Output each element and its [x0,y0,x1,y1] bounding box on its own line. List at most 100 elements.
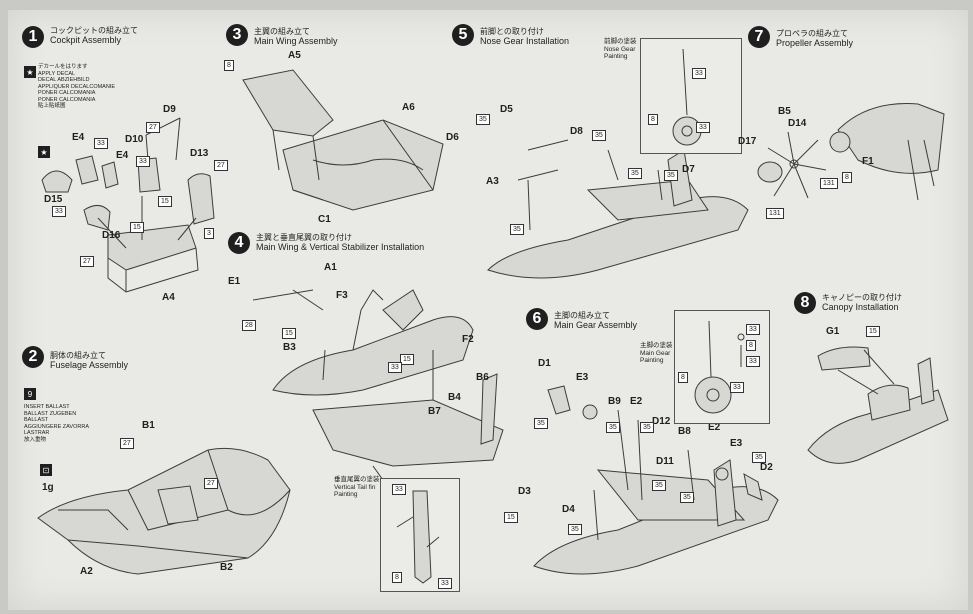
paint-tag: 35 [510,224,524,235]
part-label: F2 [462,334,474,345]
paint-tag: 35 [476,114,490,125]
paint-tag: 33 [388,362,402,373]
part-label: B1 [142,420,155,431]
paint-tag: 27 [80,256,94,267]
paint-tag: 33 [438,578,452,589]
instruction-sheet: 1 コックピットの組み立て Cockpit Assembly ★ デカールをはり… [8,10,968,610]
paint-tag: 33 [52,206,66,217]
part-label: D10 [125,134,144,145]
step-3-title-jp: 主翼の組み立て [254,27,310,36]
paint-tag: 33 [696,122,710,133]
part-label: D9 [163,104,176,115]
paint-tag: 35 [752,452,766,463]
paint-tag: 35 [680,492,694,503]
paint-tag: 33 [746,356,760,367]
paint-tag: 8 [224,60,234,71]
fuselage-illustration [37,447,291,575]
canopy-illustration [807,346,949,464]
step-1-number: 1 [22,26,44,48]
step-7-title-jp: プロペラの組み立て [776,29,848,38]
part-label: E2 [630,396,643,407]
weight-icon: ⊡ [40,464,52,476]
paint-tag: 131 [766,208,784,219]
tail-fin-painting-inset [380,478,460,592]
decal-icon: ★ [24,66,36,78]
paint-tag: 15 [282,328,296,339]
part-label: F1 [862,156,874,167]
part-label: B8 [678,426,691,437]
paint-tag: 35 [534,418,548,429]
part-label: A4 [162,292,175,303]
paint-tag: 27 [214,160,228,171]
part-label: B2 [220,562,233,573]
paint-tag: 8 [842,172,852,183]
step-3-title-en: Main Wing Assembly [254,36,338,46]
step-5-number: 5 [452,24,474,46]
part-label: E1 [228,276,241,287]
decal-note: デカールをはります APPLY DECAL DECAL ABZIEHBILD A… [38,64,116,109]
step-4-title-jp: 主翼と垂直尾翼の取り付け [256,233,352,242]
paint-tag: 8 [392,572,402,583]
step-2-title-jp: 胴体の組み立て [50,351,106,360]
part-label: F3 [336,290,348,301]
part-label: D3 [518,486,531,497]
paint-tag: 35 [640,422,654,433]
ballast-icon: 9 [24,388,36,400]
part-label: A6 [402,102,415,113]
part-label: D1 [538,358,551,369]
paint-tag: 33 [746,324,760,335]
part-label: D15 [44,194,63,205]
paint-tag: 27 [146,122,160,133]
step-8-title-jp: キャノピーの取り付け [822,293,902,302]
step-7-title-en: Propeller Assembly [776,38,854,48]
part-label: A5 [288,50,301,61]
tail-fin-painting-label: 垂直尾翼の塗装 Vertical Tail fin Painting [334,476,380,498]
part-label: A3 [486,176,499,187]
paint-tag: 27 [204,478,218,489]
main-gear-painting-label: 主脚の塗装 Main Gear Painting [640,342,673,364]
paint-tag: 8 [678,372,688,383]
paint-tag: 35 [606,422,620,433]
part-label: B3 [283,342,296,353]
paint-tag: 27 [120,438,134,449]
step-3-number: 3 [226,24,248,46]
paint-tag: 33 [94,138,108,149]
part-label: D13 [190,148,209,159]
part-label: D16 [102,230,121,241]
part-label: A2 [80,566,93,577]
nose-gear-painting-label: 前脚の塗装 Nose Gear Painting [604,38,637,60]
step-6-number: 6 [526,308,548,330]
part-label: D6 [446,132,459,143]
step-5-title-jp: 前脚との取り付け [480,27,544,36]
step-8-number: 8 [794,292,816,314]
weight-label: 1g [42,482,54,493]
paint-tag: 8 [648,114,658,125]
part-label: D12 [652,416,671,427]
main-wing-illustration [242,69,444,211]
part-label: D17 [738,136,757,147]
part-label: D2 [760,462,773,473]
step-6-title-jp: 主脚の組み立て [554,311,610,320]
step-7-number: 7 [748,26,770,48]
part-label: D5 [500,104,513,115]
step-4-title-en: Main Wing & Vertical Stabilizer Installa… [256,242,425,252]
paint-tag: 35 [652,480,666,491]
part-label: E2 [708,422,721,433]
paint-tag: 15 [158,196,172,207]
part-label: E3 [730,438,743,449]
paint-tag: 15 [866,326,880,337]
ballast-note: INSERT BALLAST BALLAST ZUGEBEN BALLAST A… [24,404,89,443]
part-label: A1 [324,262,337,273]
wing-stabilizer-illustration [252,289,504,480]
paint-tag: 3 [204,228,214,239]
paint-tag: 15 [504,512,518,523]
paint-tag: 33 [692,68,706,79]
paint-tag: 33 [392,484,406,495]
part-label: B6 [476,372,489,383]
part-label: D7 [682,164,695,175]
paint-tag: 35 [568,524,582,535]
paint-tag: 33 [730,382,744,393]
part-label: G1 [826,326,840,337]
part-label: D4 [562,504,575,515]
paint-tag: 35 [628,168,642,179]
